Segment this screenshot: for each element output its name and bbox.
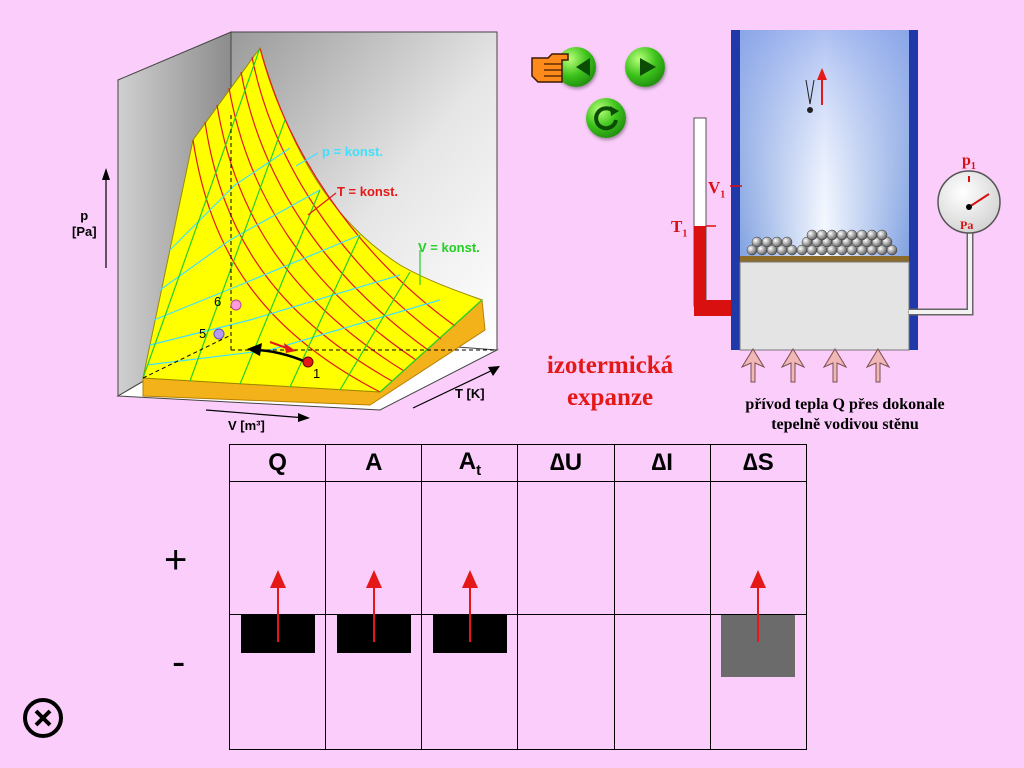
a-positive-arrow bbox=[365, 570, 382, 642]
play-button[interactable] bbox=[625, 47, 665, 87]
axis-arrows bbox=[105, 172, 498, 419]
state-point-1 bbox=[302, 356, 314, 368]
process-title-line1: izotermická bbox=[546, 352, 674, 379]
cylinder-wall-left bbox=[731, 30, 740, 350]
legend-v-konst: V = konst. bbox=[418, 240, 480, 255]
gas-chamber bbox=[739, 261, 910, 351]
header-q: Q bbox=[228, 444, 327, 482]
header-at-subscript: t bbox=[476, 461, 482, 479]
cell-a-plus bbox=[325, 481, 423, 642]
header-a: A bbox=[325, 444, 423, 482]
heat-caption-line2: tepelně vodivou stěnu bbox=[771, 416, 919, 433]
heat-caption: přívod tepla Q přes dokonale tepelně vod… bbox=[700, 395, 990, 435]
process-title: izotermická expanze bbox=[520, 350, 700, 414]
cell-at-plus bbox=[421, 481, 519, 642]
gas-probe bbox=[805, 79, 815, 105]
at-positive-arrow bbox=[461, 570, 478, 642]
header-delta-s: ∆S bbox=[709, 444, 808, 482]
header-delta-u: ∆U bbox=[517, 444, 615, 482]
cell-du-minus bbox=[517, 614, 615, 750]
t-axis-label: T [K] bbox=[455, 386, 485, 401]
volume-symbol: V bbox=[708, 178, 721, 197]
weight-balls bbox=[746, 229, 898, 256]
legend-t-pointer bbox=[307, 192, 337, 216]
close-button[interactable] bbox=[22, 697, 64, 739]
quantity-sign-table: Q A At ∆U ∆I ∆S bbox=[228, 444, 808, 750]
piston-plate bbox=[740, 256, 909, 262]
row-minus-label: - bbox=[172, 640, 186, 684]
pressure-gauge bbox=[937, 170, 1001, 234]
header-at: At bbox=[421, 444, 519, 482]
t-axis-arrowhead bbox=[488, 366, 500, 376]
q-positive-arrow bbox=[269, 570, 286, 642]
replay-button[interactable] bbox=[586, 98, 626, 138]
legend-p-pointer bbox=[295, 152, 319, 167]
ds-positive-arrow bbox=[750, 570, 767, 642]
v-axis-arrowhead bbox=[298, 413, 310, 422]
temperature-label: T1 bbox=[671, 217, 687, 239]
header-at-symbol: A bbox=[458, 447, 477, 475]
row-plus-label: + bbox=[164, 538, 188, 582]
cell-du-plus bbox=[517, 481, 615, 615]
gauge-pipe bbox=[909, 232, 974, 316]
back-button[interactable] bbox=[530, 44, 600, 90]
cylinder-gas-shade bbox=[740, 30, 909, 260]
gauge-unit-label: Pa bbox=[960, 218, 974, 232]
p-axis-label: p [Pa] bbox=[72, 208, 97, 240]
pvt-surface-diagram bbox=[102, 31, 500, 422]
gauge-needle bbox=[968, 193, 990, 208]
isochor-lines bbox=[142, 47, 483, 393]
table-row-plus bbox=[228, 481, 808, 642]
gauge-pressure-label: p1 bbox=[962, 152, 976, 172]
point-label-6: 6 bbox=[214, 294, 222, 309]
gas-probe-tip bbox=[807, 107, 813, 113]
cylinder-wall-right bbox=[909, 30, 918, 350]
replay-icon bbox=[594, 106, 619, 131]
legend-p-konst: p = konst. bbox=[322, 144, 384, 159]
direction-arrowhead bbox=[284, 343, 296, 353]
header-delta-i: ∆I bbox=[613, 444, 711, 482]
guide-lines bbox=[142, 115, 497, 379]
table-row-minus bbox=[228, 614, 808, 750]
legend-t-konst: T = konst. bbox=[337, 184, 399, 199]
gauge-pivot bbox=[966, 204, 972, 210]
hand-pointer-back-icon bbox=[531, 53, 590, 83]
cell-q-plus bbox=[228, 481, 327, 642]
cell-di-plus bbox=[613, 481, 711, 615]
isotherm-lines bbox=[192, 47, 456, 393]
temperature-symbol: T bbox=[671, 217, 683, 236]
point-label-5: 5 bbox=[199, 326, 207, 341]
p-axis-label-symbol: p bbox=[80, 208, 89, 223]
cell-di-minus bbox=[613, 614, 711, 750]
process-arrowhead bbox=[247, 343, 262, 356]
volume-label: V1 bbox=[708, 178, 725, 200]
p-axis-arrowhead bbox=[102, 168, 110, 180]
point-label-1: 1 bbox=[313, 366, 321, 381]
state-point-6 bbox=[230, 299, 242, 311]
cell-ds-plus bbox=[709, 481, 808, 642]
temperature-subscript: 1 bbox=[682, 228, 688, 240]
v-axis-label: V [m³] bbox=[228, 418, 265, 433]
heat-caption-line1: přívod tepla Q přes dokonale bbox=[745, 396, 945, 413]
gauge-pressure-subscript: 1 bbox=[970, 161, 976, 173]
play-icon bbox=[640, 58, 656, 76]
close-circle-icon bbox=[23, 698, 63, 738]
p-axis-label-unit: [Pa] bbox=[72, 224, 97, 239]
heat-flow-arrows bbox=[740, 348, 891, 383]
gauge-pressure-symbol: p bbox=[962, 152, 971, 169]
piston-up-arrowhead bbox=[817, 68, 827, 80]
volume-subscript: 1 bbox=[720, 189, 726, 201]
state-point-5 bbox=[213, 328, 225, 340]
table-header-row: Q A At ∆U ∆I ∆S bbox=[228, 444, 808, 482]
cylinder-apparatus bbox=[693, 30, 1001, 383]
process-title-line2: expanze bbox=[566, 384, 654, 411]
thermometer-fill bbox=[694, 226, 706, 306]
